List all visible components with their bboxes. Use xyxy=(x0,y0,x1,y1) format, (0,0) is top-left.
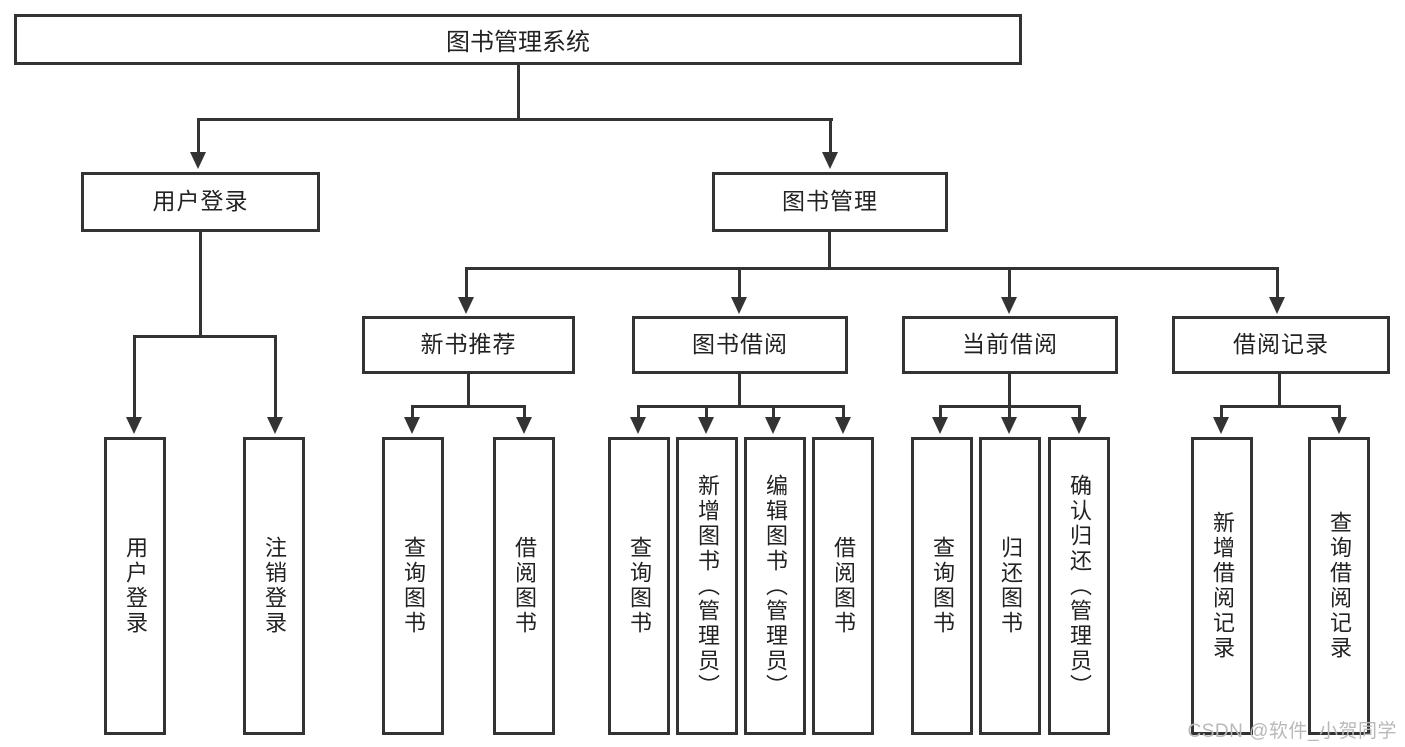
connector-borrow-records-bar xyxy=(1220,405,1341,408)
leaf-new-book-2[interactable]: 借阅图书 xyxy=(493,437,555,735)
leaf-book-borrow-1-label: 查询图书 xyxy=(627,536,652,636)
leaf-book-borrow-1[interactable]: 查询图书 xyxy=(608,437,670,735)
node-new-book-recommend[interactable]: 新书推荐 xyxy=(362,316,575,374)
connector-user-login-to-leaf-2 xyxy=(274,335,277,419)
connector-borrow-records-stem xyxy=(1278,374,1281,408)
arrow-current-borrow-to-leaf-3 xyxy=(1071,417,1087,434)
arrow-current-borrow-to-leaf-1 xyxy=(932,417,948,434)
connector-new-book-to-leaf-2 xyxy=(523,405,526,419)
leaf-new-book-1[interactable]: 查询图书 xyxy=(382,437,444,735)
connector-new-book-stem xyxy=(467,374,470,408)
connector-root-stem xyxy=(517,65,520,119)
arrow-book-borrow-to-leaf-3 xyxy=(765,417,781,434)
arrow-user-login-to-leaf-1 xyxy=(126,417,142,434)
node-book-borrow-label: 图书借阅 xyxy=(692,331,788,358)
node-root-system[interactable]: 图书管理系统 xyxy=(14,14,1022,65)
arrow-borrow-records-to-leaf-1 xyxy=(1213,417,1229,434)
node-book-management-label: 图书管理 xyxy=(782,188,878,215)
arrow-book-mgmt-to-borrow-records xyxy=(1269,297,1285,314)
node-borrow-records[interactable]: 借阅记录 xyxy=(1172,316,1390,374)
leaf-new-book-2-label: 借阅图书 xyxy=(512,536,537,636)
leaf-new-book-1-label: 查询图书 xyxy=(401,536,426,636)
connector-root-to-book-mgmt xyxy=(829,118,832,154)
connector-root-to-user-login xyxy=(197,118,200,154)
arrow-new-book-to-leaf-1 xyxy=(404,417,420,434)
leaf-book-borrow-4[interactable]: 借阅图书 xyxy=(812,437,874,735)
connector-user-login-to-leaf-1 xyxy=(133,335,136,419)
node-user-login[interactable]: 用户登录 xyxy=(81,172,320,232)
leaf-borrow-records-1-label: 新增借阅记录 xyxy=(1210,511,1235,661)
connector-book-mgmt-stem xyxy=(828,232,831,270)
arrow-current-borrow-to-leaf-2 xyxy=(1001,417,1017,434)
arrow-user-login-to-leaf-2 xyxy=(267,417,283,434)
connector-current-borrow-to-leaf-3 xyxy=(1078,405,1081,419)
leaf-current-borrow-3[interactable]: 确认归还（管理员） xyxy=(1048,437,1110,735)
connector-user-login-bar xyxy=(133,335,277,338)
leaf-current-borrow-2[interactable]: 归还图书 xyxy=(979,437,1041,735)
leaf-current-borrow-3-label: 确认归还（管理员） xyxy=(1067,473,1092,699)
node-borrow-records-label: 借阅记录 xyxy=(1233,331,1329,358)
connector-book-mgmt-to-new-book xyxy=(465,267,468,299)
arrow-book-borrow-to-leaf-4 xyxy=(835,417,851,434)
leaf-book-borrow-2[interactable]: 新增图书（管理员） xyxy=(676,437,738,735)
connector-book-mgmt-bar xyxy=(465,267,1279,270)
leaf-borrow-records-2-label: 查询借阅记录 xyxy=(1327,511,1352,661)
node-root-label: 图书管理系统 xyxy=(446,29,590,56)
leaf-user-login-1-label: 用户登录 xyxy=(123,536,148,636)
connector-book-borrow-to-leaf-3 xyxy=(772,405,775,419)
node-book-management[interactable]: 图书管理 xyxy=(712,172,948,232)
node-new-book-recommend-label: 新书推荐 xyxy=(420,331,517,358)
leaf-borrow-records-1[interactable]: 新增借阅记录 xyxy=(1191,437,1253,735)
arrow-book-mgmt-to-book-borrow xyxy=(731,297,747,314)
leaf-borrow-records-2[interactable]: 查询借阅记录 xyxy=(1308,437,1370,735)
node-book-borrow[interactable]: 图书借阅 xyxy=(632,316,848,374)
leaf-current-borrow-1-label: 查询图书 xyxy=(930,536,955,636)
arrow-borrow-records-to-leaf-2 xyxy=(1331,417,1347,434)
arrow-book-borrow-to-leaf-2 xyxy=(698,417,714,434)
leaf-book-borrow-4-label: 借阅图书 xyxy=(831,536,856,636)
leaf-current-borrow-2-label: 归还图书 xyxy=(998,536,1023,636)
arrow-root-to-user-login xyxy=(190,152,206,169)
arrow-book-borrow-to-leaf-1 xyxy=(630,417,646,434)
connector-user-login-stem xyxy=(199,232,202,338)
arrow-root-to-book-mgmt xyxy=(822,152,838,169)
arrow-new-book-to-leaf-2 xyxy=(516,417,532,434)
leaf-user-login-1[interactable]: 用户登录 xyxy=(104,437,166,735)
connector-new-book-bar xyxy=(411,405,526,408)
arrow-book-mgmt-to-current-borrow xyxy=(1001,297,1017,314)
leaf-book-borrow-2-label: 新增图书（管理员） xyxy=(695,473,720,699)
node-current-borrow[interactable]: 当前借阅 xyxy=(902,316,1118,374)
leaf-book-borrow-3-label: 编辑图书（管理员） xyxy=(763,473,788,699)
connector-current-borrow-to-leaf-2 xyxy=(1008,405,1011,419)
node-current-borrow-label: 当前借阅 xyxy=(962,331,1058,358)
connector-new-book-to-leaf-1 xyxy=(411,405,414,419)
connector-book-mgmt-to-borrow-records xyxy=(1276,267,1279,299)
connector-book-borrow-to-leaf-2 xyxy=(705,405,708,419)
connector-book-borrow-to-leaf-1 xyxy=(637,405,640,419)
connector-book-borrow-to-leaf-4 xyxy=(842,405,845,419)
connector-borrow-records-to-leaf-2 xyxy=(1338,405,1341,419)
connector-book-mgmt-to-book-borrow xyxy=(738,267,741,299)
leaf-user-login-2[interactable]: 注销登录 xyxy=(243,437,305,735)
connector-book-borrow-stem xyxy=(738,374,741,408)
connector-root-bar xyxy=(197,118,833,121)
connector-book-borrow-bar xyxy=(637,405,845,408)
connector-book-mgmt-to-current-borrow xyxy=(1008,267,1011,299)
leaf-book-borrow-3[interactable]: 编辑图书（管理员） xyxy=(744,437,806,735)
node-user-login-label: 用户登录 xyxy=(152,188,249,215)
connector-current-borrow-to-leaf-1 xyxy=(939,405,942,419)
leaf-user-login-2-label: 注销登录 xyxy=(262,536,287,636)
leaf-current-borrow-1[interactable]: 查询图书 xyxy=(911,437,973,735)
arrow-book-mgmt-to-new-book xyxy=(458,297,474,314)
connector-borrow-records-to-leaf-1 xyxy=(1220,405,1223,419)
watermark-text: CSDN @软件_小贺同学 xyxy=(1187,721,1397,742)
connector-current-borrow-stem xyxy=(1008,374,1011,408)
